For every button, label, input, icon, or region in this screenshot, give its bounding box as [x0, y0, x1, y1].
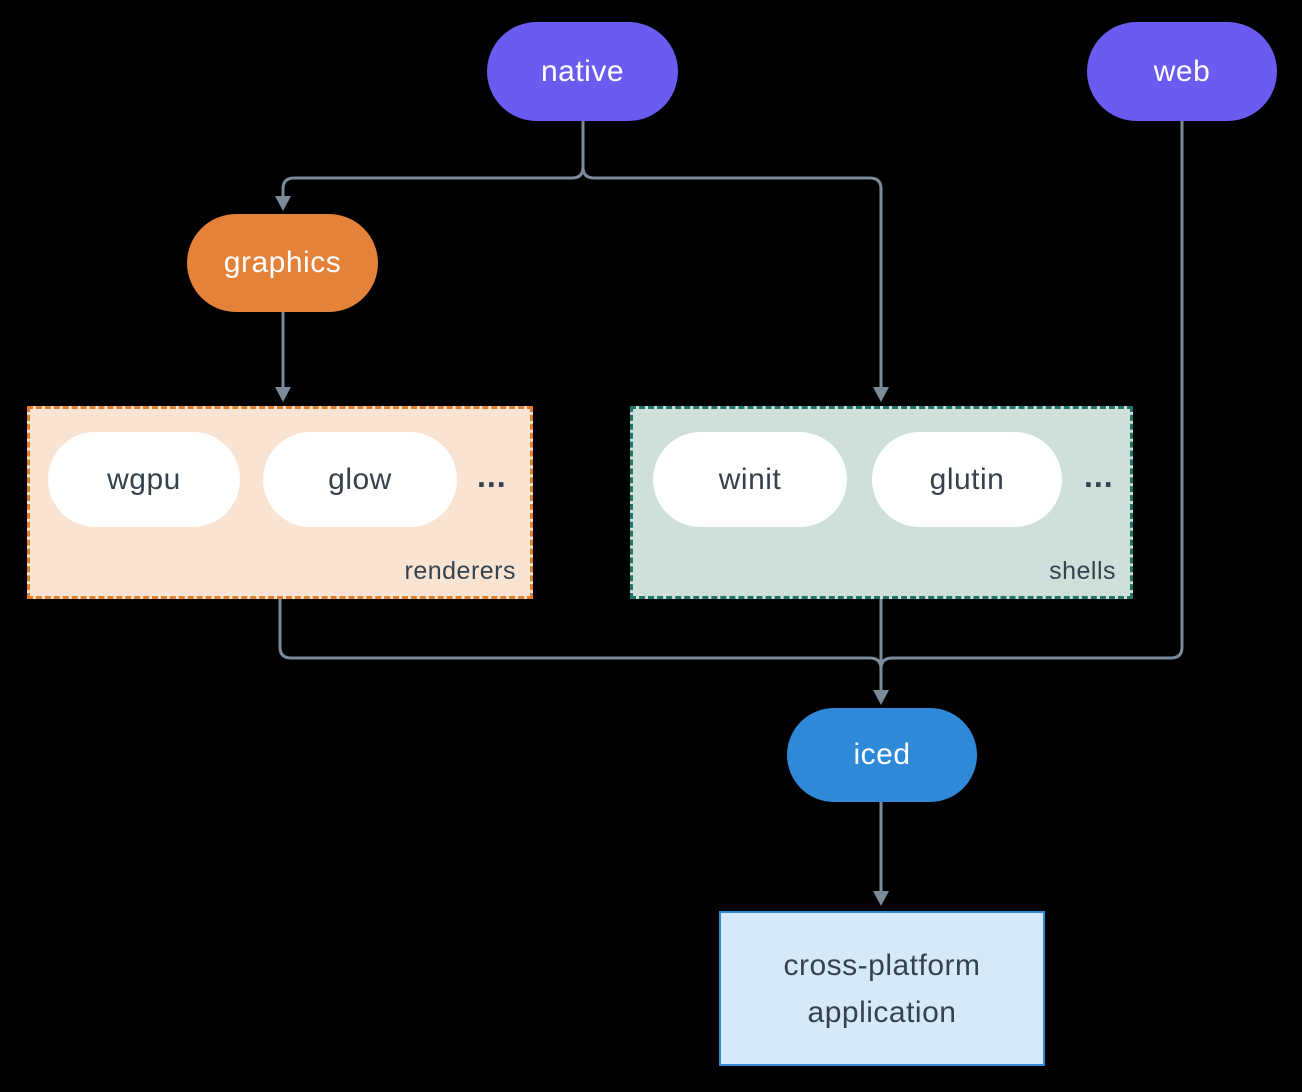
pill-glow: glow	[263, 432, 457, 527]
node-iced: iced	[787, 708, 977, 802]
node-native: native	[487, 22, 678, 121]
edge-native-to-shells	[581, 121, 883, 388]
pill-glutin: glutin	[872, 432, 1062, 527]
arrowhead-application	[873, 891, 889, 906]
arrowhead-shells	[873, 387, 889, 402]
shells-ellipsis: ...	[1084, 458, 1114, 494]
group-shells-label: shells	[1049, 557, 1116, 585]
edge-renderers-to-iced	[278, 599, 883, 670]
edge-native-to-graphics	[281, 121, 585, 197]
application-label-line2: application	[807, 995, 957, 1029]
node-graphics: graphics	[187, 214, 378, 312]
arrowhead-renderers	[275, 387, 291, 402]
pill-winit: winit	[653, 432, 847, 527]
application-label-line1: cross-platform	[783, 948, 981, 982]
group-renderers-label: renderers	[404, 557, 516, 585]
arrowhead-iced	[873, 690, 889, 705]
node-web: web	[1087, 22, 1277, 121]
node-cross-platform-application: cross-platform application	[719, 911, 1045, 1066]
arrowhead-graphics	[275, 196, 291, 211]
renderers-ellipsis: ...	[477, 458, 507, 494]
pill-wgpu: wgpu	[48, 432, 240, 527]
